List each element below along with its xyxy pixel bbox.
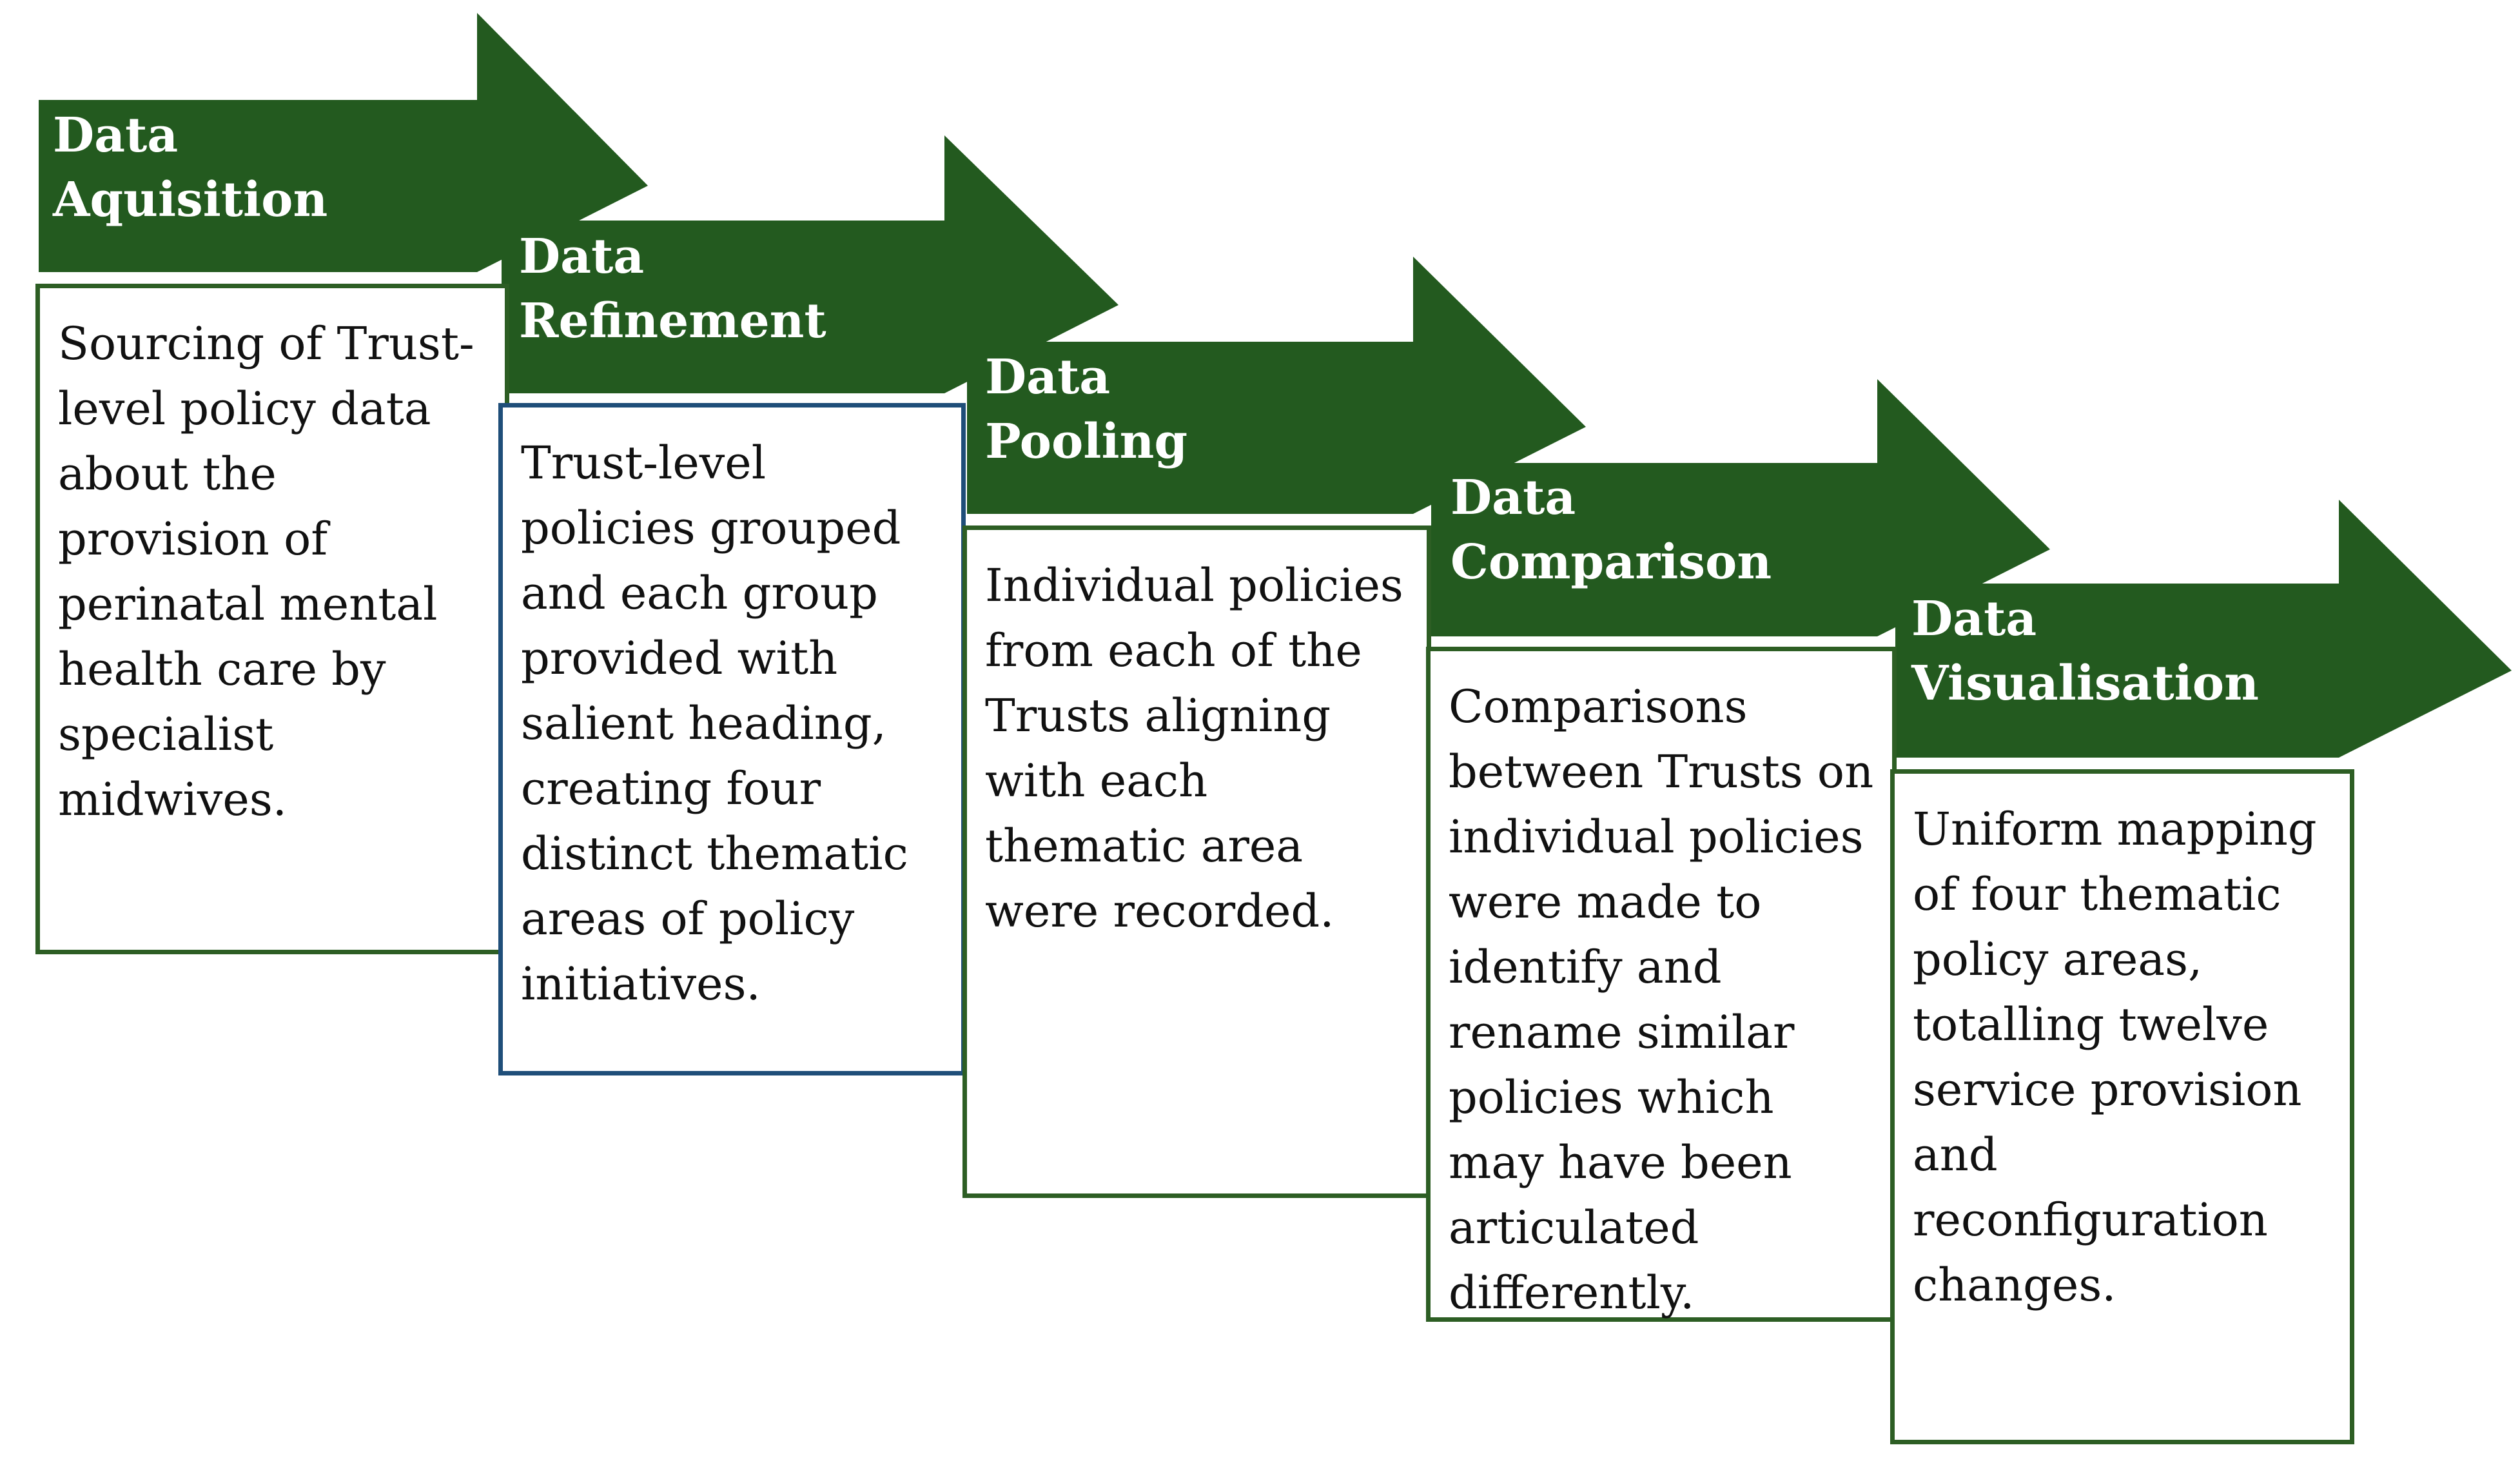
stage-1-title-line1: Data [53,108,179,163]
stage-1-arrow [39,13,648,272]
stage-4-title-line1: Data [1450,470,1576,525]
stage-3-title-line2: Pooling [985,414,1188,469]
stage-4-description: Comparisons between Trusts on individual… [1426,647,1897,1322]
stage-2-title-line2: Refinement [519,293,826,349]
stage-2-title: Data Refinement [519,224,826,353]
stage-5-title-line1: Data [1911,591,2037,647]
stage-2-title-line1: Data [519,229,645,284]
stage-5-title-line2: Visualisation [1911,656,2259,711]
stage-1-title-line2: Aquisition [53,172,328,228]
stage-4-title: Data Comparison [1450,466,1772,594]
stage-5-description: Uniform mapping of four thematic policy … [1890,769,2354,1444]
stage-3-arrow [967,257,1586,514]
stage-4-title-line2: Comparison [1450,535,1772,590]
stage-5-arrow [1895,500,2512,758]
stage-3-title-line1: Data [985,349,1111,405]
stage-2-arrow [502,135,1118,393]
stage-5-title: Data Visualisation [1911,587,2259,716]
stage-3-description: Individual policies from each of the Tru… [962,525,1431,1198]
stage-1-description: Sourcing of Trust-level policy data abou… [35,284,509,954]
stage-1-title: Data Aquisition [53,103,327,232]
stage-4-arrow [1431,379,2050,636]
stage-3-title: Data Pooling [985,345,1187,474]
stage-2-description: Trust-level policies grouped and each gr… [498,403,966,1075]
